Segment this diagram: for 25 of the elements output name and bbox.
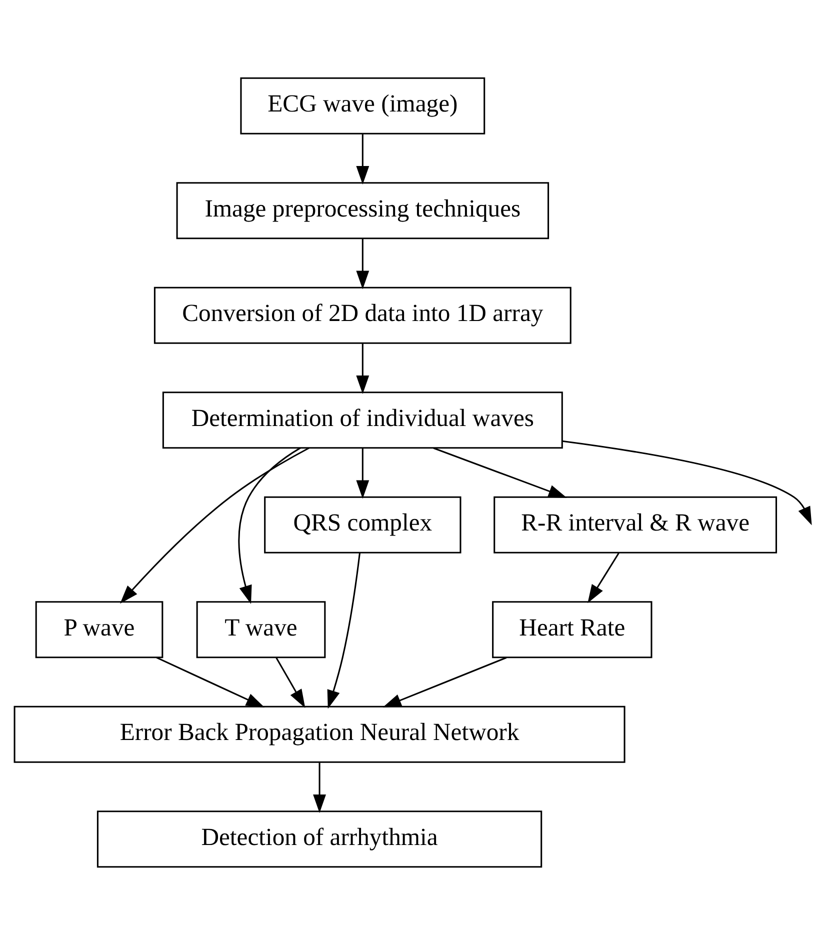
arrow — [276, 656, 306, 708]
arrow — [382, 656, 507, 707]
node-box: Heart Rate — [492, 600, 652, 658]
node-box: R-R interval & R wave — [494, 496, 778, 553]
arrow — [356, 343, 370, 394]
arrow — [238, 446, 301, 604]
arrow — [356, 134, 370, 184]
node-box: ECG wave (image) — [240, 76, 486, 134]
arrow — [356, 448, 370, 498]
arrow — [156, 656, 265, 707]
node-box: QRS complex — [264, 496, 462, 553]
arrow — [327, 552, 361, 708]
arrow — [588, 552, 620, 603]
node-box: P wave — [35, 600, 164, 658]
node-box: Image preprocessing techniques — [176, 182, 550, 239]
arrow — [120, 446, 310, 604]
arrow — [313, 762, 326, 813]
node-box: Error Back Propagation Neural Network — [14, 705, 626, 762]
arrow — [356, 238, 370, 289]
arrow — [562, 440, 812, 525]
node-box: Detection of arrhythmia — [96, 810, 542, 868]
node-box: Conversion of 2D data into 1D array — [154, 286, 572, 344]
node-box: T wave — [196, 600, 326, 658]
arrow — [433, 446, 567, 498]
node-box: Determination of individual waves — [162, 391, 563, 448]
